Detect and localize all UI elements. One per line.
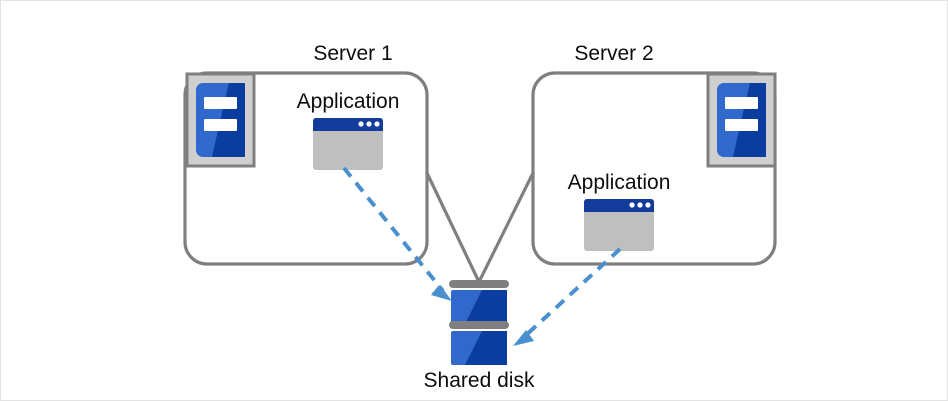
server2-title: Server 2 xyxy=(574,42,654,65)
shared-disk-icon xyxy=(449,280,509,365)
connector-server2-to-disk xyxy=(476,171,535,286)
server-icon-1 xyxy=(185,72,256,168)
application-label-1: Application xyxy=(296,90,400,113)
server-icon-2 xyxy=(706,72,777,168)
application-label-2: Application xyxy=(567,171,671,194)
connector-server1-to-disk xyxy=(425,171,482,286)
arrow-app2-to-disk xyxy=(513,247,622,346)
application-icon-1 xyxy=(313,118,383,170)
server1-title: Server 1 xyxy=(313,42,393,65)
application-icon-2 xyxy=(584,199,654,251)
shared-disk-label: Shared disk xyxy=(423,369,535,392)
server1-box xyxy=(183,71,429,266)
arrow-app1-to-disk xyxy=(342,166,452,301)
server2-box xyxy=(531,71,777,266)
